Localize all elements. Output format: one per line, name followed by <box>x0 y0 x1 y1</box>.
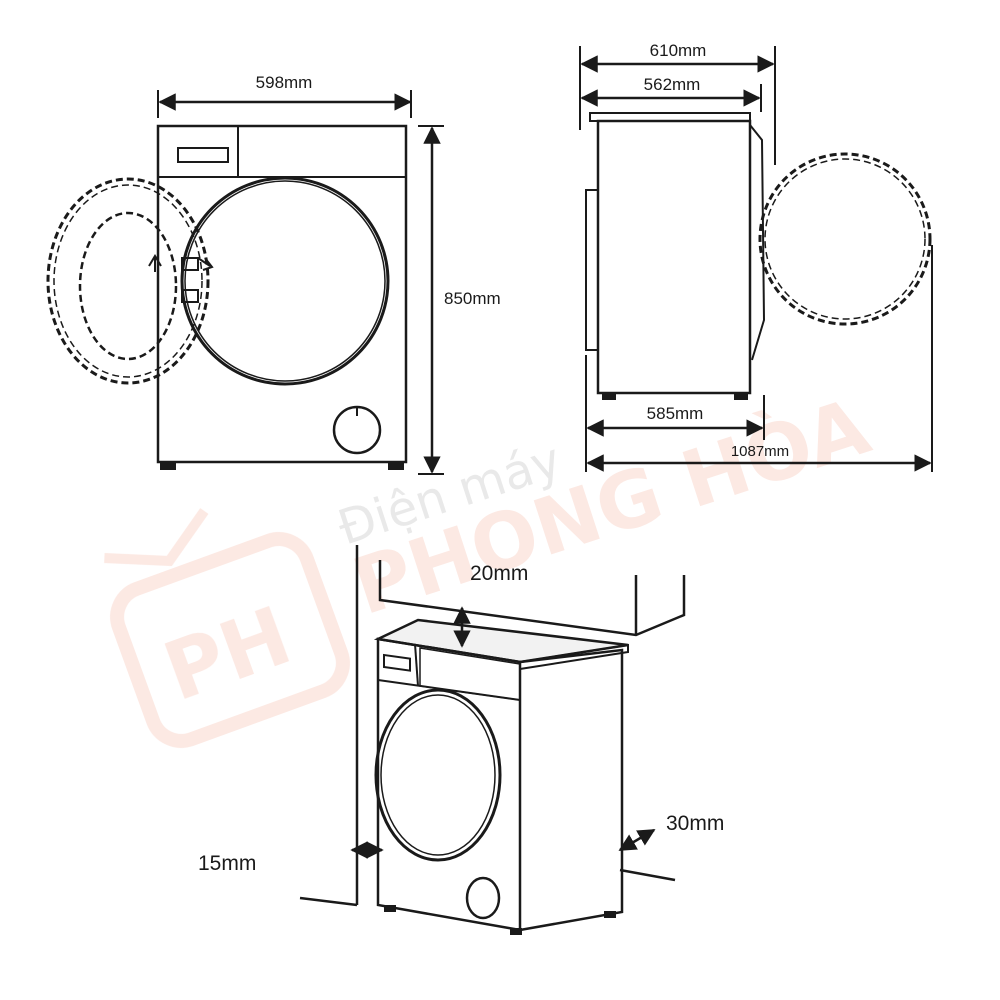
back-gap-label: 30mm <box>666 812 724 835</box>
side-562-label: 562mm <box>644 75 701 94</box>
front-body <box>156 124 408 464</box>
front-height-label: 850mm <box>444 289 501 308</box>
install-door <box>374 688 502 862</box>
install-filter-knob <box>465 876 501 920</box>
side-body <box>596 119 752 395</box>
side-585-label: 585mm <box>647 404 704 423</box>
installation-view: 20mm 15mm 30mm <box>198 545 724 935</box>
front-open-door <box>46 177 210 385</box>
front-width-label: 598mm <box>256 73 313 92</box>
top-gap-label: 20mm <box>470 562 528 585</box>
front-display <box>177 147 229 163</box>
control-panel-dark <box>419 647 521 701</box>
front-door <box>180 176 390 386</box>
watermark-logo: PH <box>104 508 350 748</box>
side-1087-label: 1087mm <box>731 443 789 460</box>
side-gap-label: 15mm <box>198 852 256 875</box>
front-view: 598mm 850mm <box>46 73 501 475</box>
side-open-door <box>758 152 932 326</box>
back-gap-arrow <box>618 828 656 852</box>
machine-side <box>519 648 624 932</box>
side-610-label: 610mm <box>650 41 707 60</box>
side-view: 610mm 562mm 585mm 1087mm <box>579 41 933 472</box>
